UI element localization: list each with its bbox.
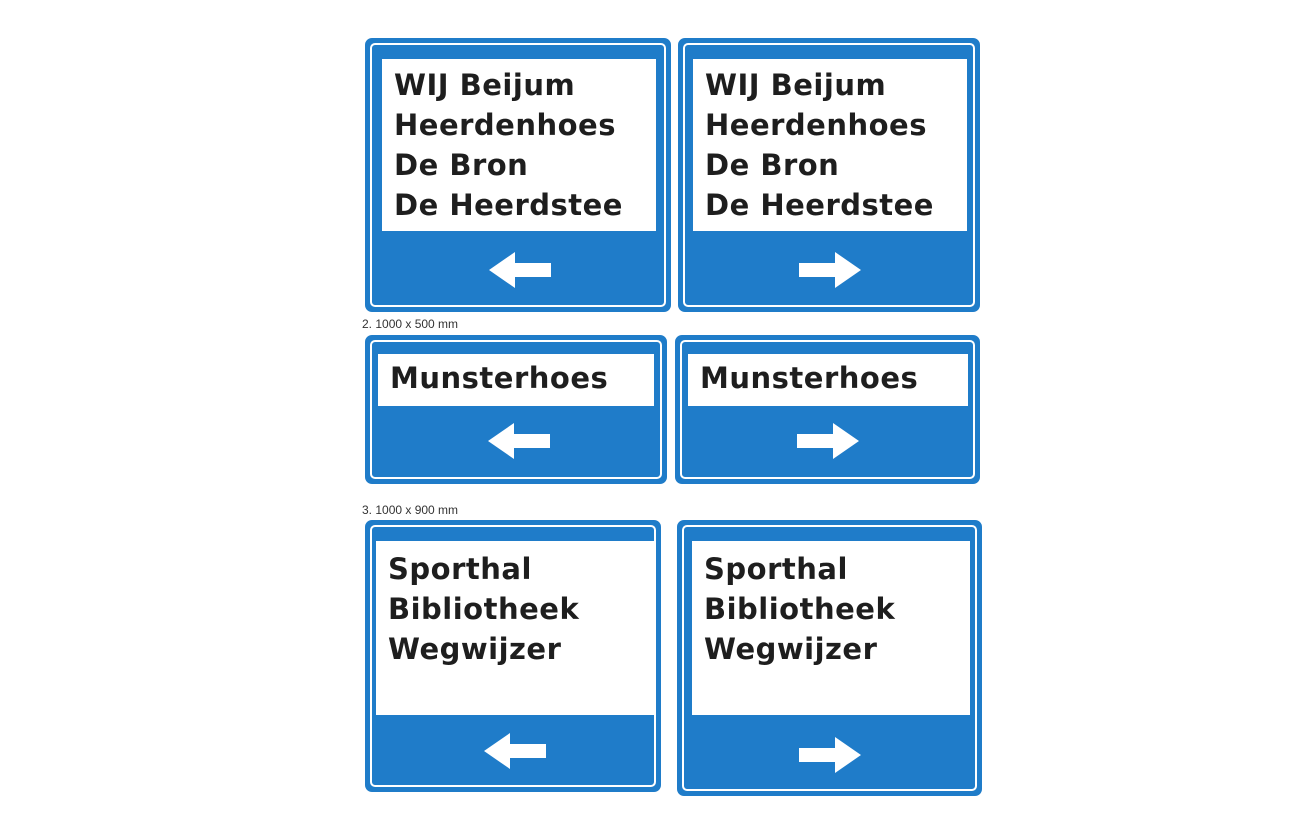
sign-destination-panel: Munsterhoes bbox=[378, 354, 654, 406]
left-arrow-icon bbox=[489, 252, 551, 288]
sign-row3-left: Sporthal Bibliotheek Wegwijzer bbox=[365, 520, 661, 792]
destination-text: Sporthal bbox=[704, 552, 848, 586]
size-caption: 3. 1000 x 900 mm bbox=[362, 503, 459, 517]
left-arrow-icon bbox=[484, 733, 546, 769]
destination-text: De Heerdstee bbox=[705, 188, 934, 222]
sign-sheet: WIJ Beijum Heerdenhoes De Bron De Heerds… bbox=[362, 35, 988, 800]
destination-text: WIJ Beijum bbox=[394, 68, 576, 102]
destination-text: Bibliotheek bbox=[704, 592, 896, 626]
sign-row2-right: Munsterhoes bbox=[675, 335, 980, 484]
sign-row1-right: WIJ Beijum Heerdenhoes De Bron De Heerds… bbox=[678, 38, 980, 312]
sign-destination-panel: WIJ Beijum Heerdenhoes De Bron De Heerds… bbox=[693, 59, 967, 231]
sign-row2-left: Munsterhoes bbox=[365, 335, 667, 484]
sign-destination-panel: WIJ Beijum Heerdenhoes De Bron De Heerds… bbox=[382, 59, 656, 231]
sign-destination-panel: Munsterhoes bbox=[688, 354, 968, 406]
sign-row1-left: WIJ Beijum Heerdenhoes De Bron De Heerds… bbox=[365, 38, 671, 312]
right-arrow-icon bbox=[799, 252, 861, 288]
destination-text: Wegwijzer bbox=[704, 632, 878, 666]
destination-text: De Bron bbox=[394, 148, 529, 182]
right-arrow-icon bbox=[797, 423, 859, 459]
destination-text: Bibliotheek bbox=[388, 592, 580, 626]
sign-row3-right: Sporthal Bibliotheek Wegwijzer bbox=[677, 520, 982, 796]
size-caption: 2. 1000 x 500 mm bbox=[362, 317, 459, 331]
sign-destination-panel: Sporthal Bibliotheek Wegwijzer bbox=[692, 541, 970, 715]
destination-text: Heerdenhoes bbox=[394, 108, 616, 142]
destination-text: De Heerdstee bbox=[394, 188, 623, 222]
right-arrow-icon bbox=[799, 737, 861, 773]
destination-text: De Bron bbox=[705, 148, 840, 182]
sign-destination-panel: Sporthal Bibliotheek Wegwijzer bbox=[376, 541, 654, 715]
left-arrow-icon bbox=[488, 423, 550, 459]
destination-text: Sporthal bbox=[388, 552, 532, 586]
destination-text: Munsterhoes bbox=[700, 361, 919, 395]
destination-text: WIJ Beijum bbox=[705, 68, 887, 102]
destination-text: Wegwijzer bbox=[388, 632, 562, 666]
destination-text: Heerdenhoes bbox=[705, 108, 927, 142]
destination-text: Munsterhoes bbox=[390, 361, 609, 395]
